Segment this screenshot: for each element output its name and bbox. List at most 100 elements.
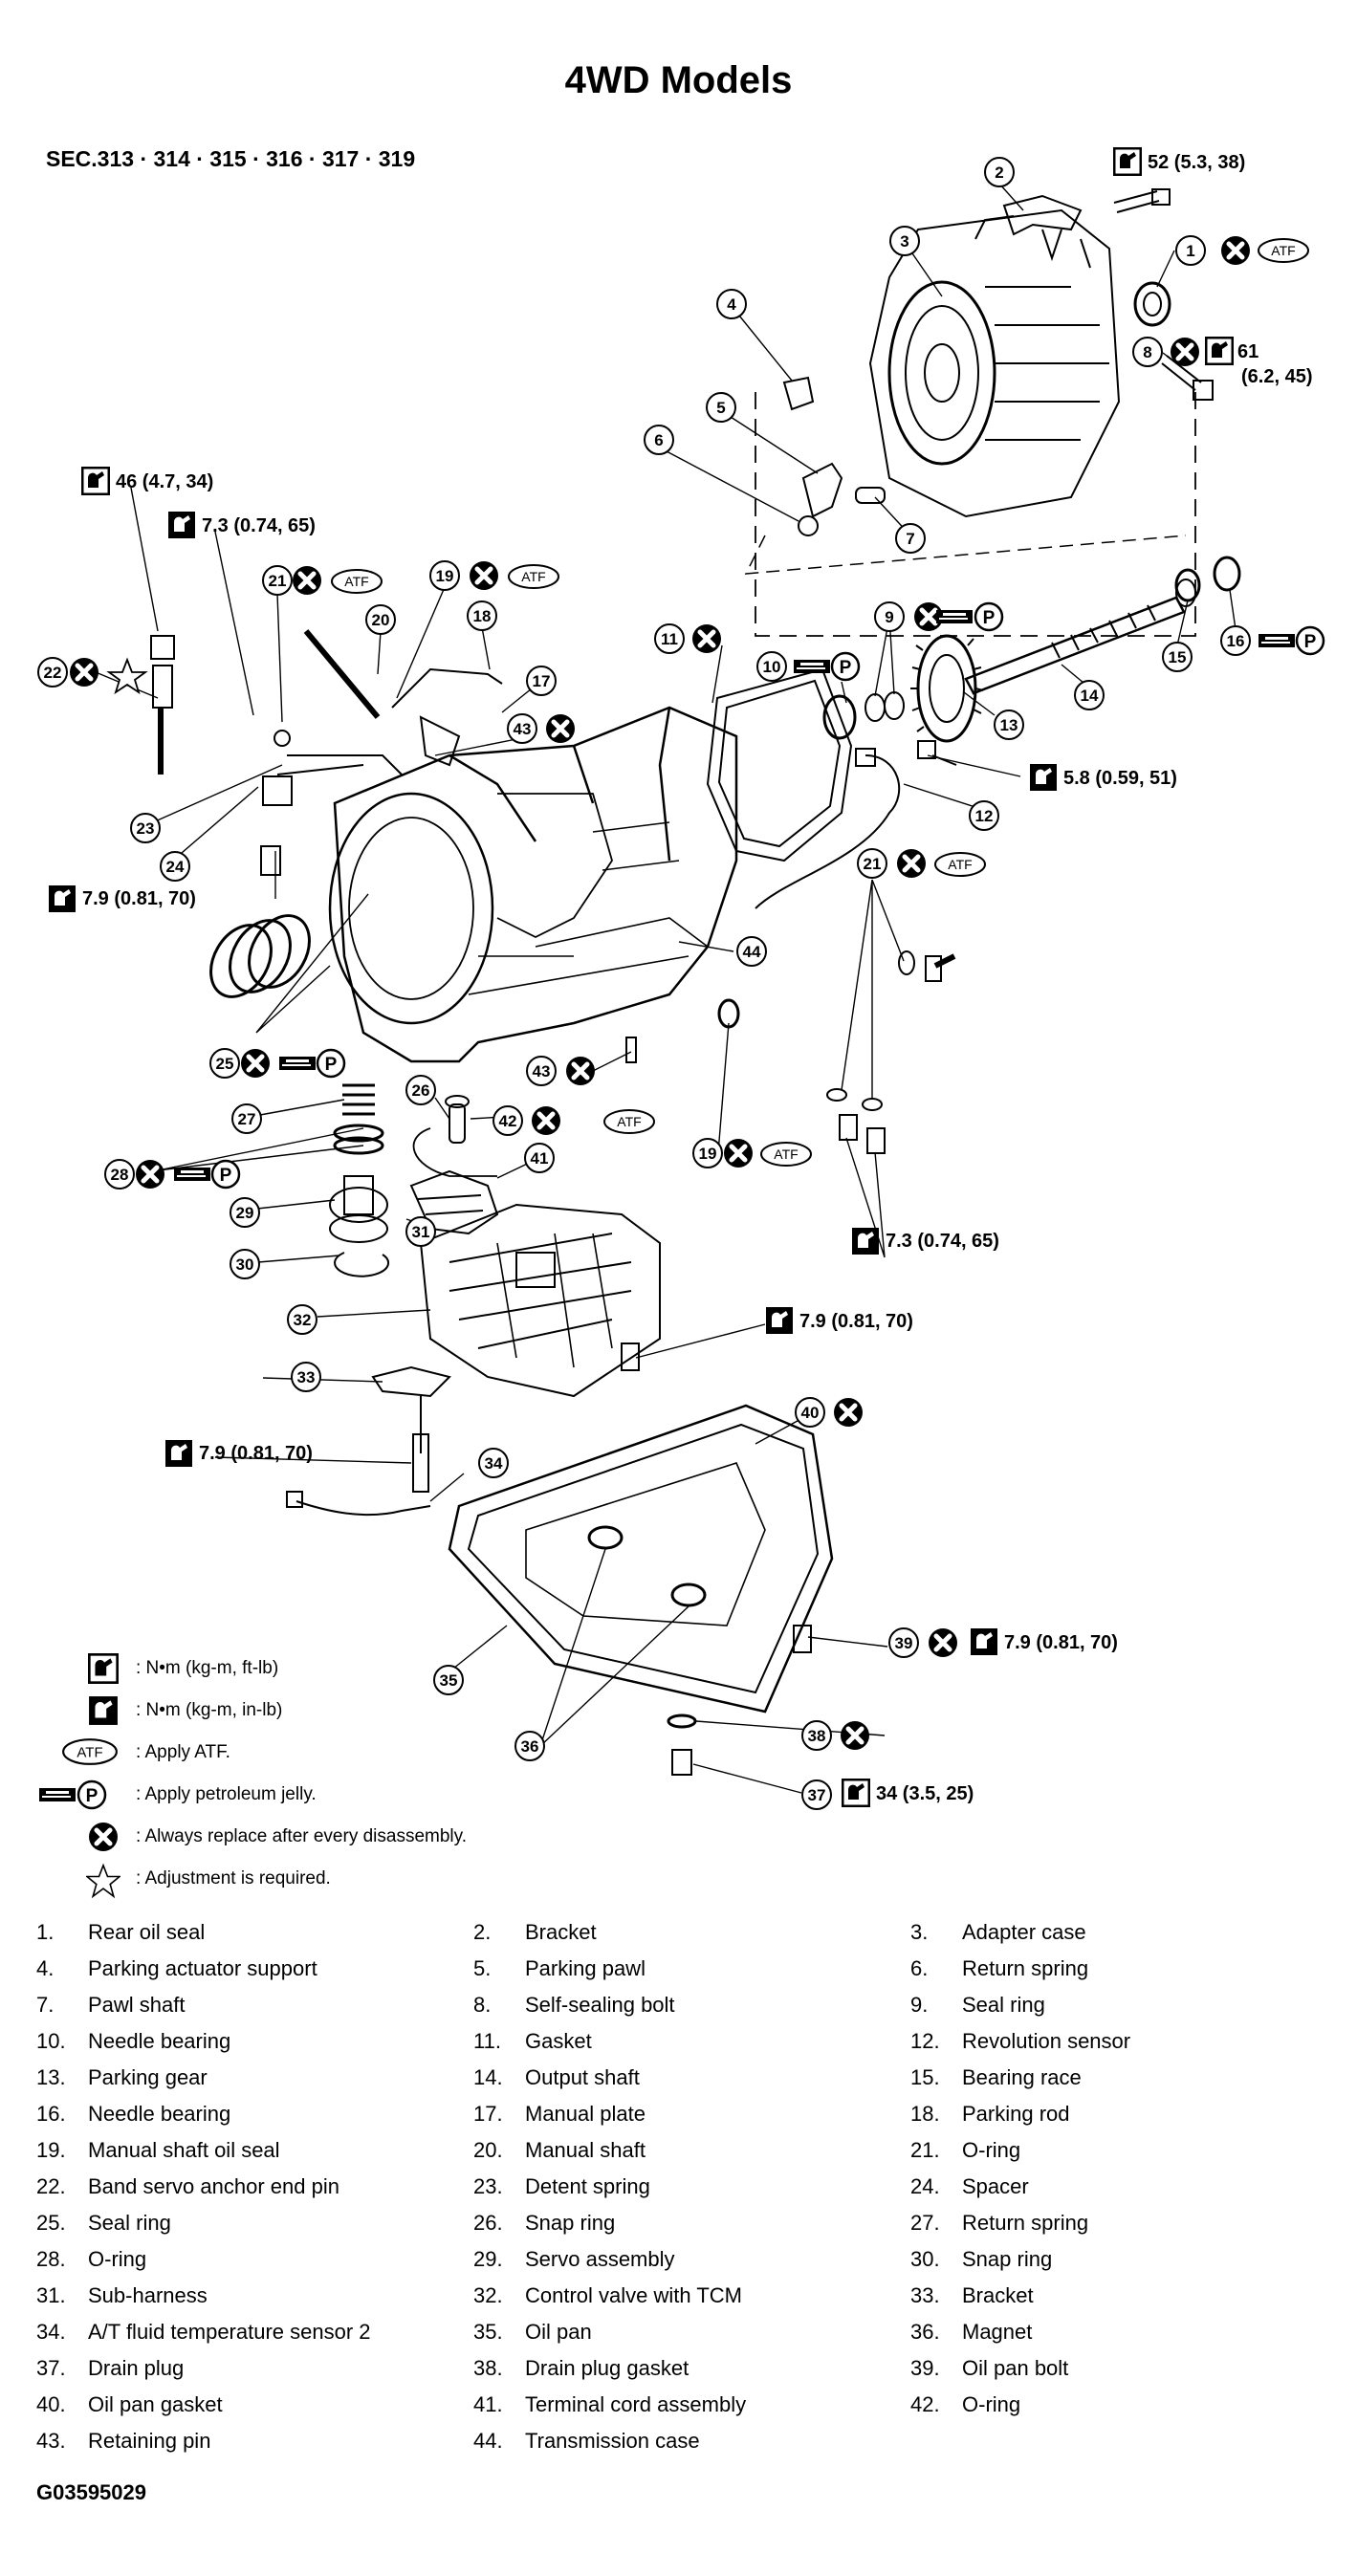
part-list-item: 40. Oil pan gasket xyxy=(36,2387,473,2423)
svg-text:33: 33 xyxy=(297,1368,316,1386)
star-icon xyxy=(86,1864,120,1898)
part-number: 21. xyxy=(910,2138,940,2162)
part-number: 27. xyxy=(910,2211,940,2235)
svg-text:61: 61 xyxy=(1237,341,1259,362)
part-list-item: 42.O-ring xyxy=(910,2387,1327,2423)
part-name: O-ring xyxy=(88,2247,147,2271)
part-name: Drain plug xyxy=(88,2356,185,2380)
legend-text: : N•m (kg-m, in-lb) xyxy=(136,1700,283,1720)
callout-1: 1 xyxy=(1175,235,1206,266)
part-list-item: 16.Needle bearing xyxy=(36,2096,473,2132)
torque-wrench-icon xyxy=(88,1653,119,1684)
svg-text:10: 10 xyxy=(763,658,781,676)
svg-text:43: 43 xyxy=(533,1062,551,1081)
callout-34: 34 xyxy=(478,1448,509,1478)
part-name: O-ring xyxy=(962,2138,1021,2162)
legend-row: : Apply ATF. xyxy=(38,1734,574,1776)
torque-marks xyxy=(49,147,1234,1807)
part-number: 32. xyxy=(473,2283,503,2307)
part-list-item: 37. Drain plug xyxy=(36,2350,473,2387)
svg-text:41: 41 xyxy=(531,1149,549,1168)
svg-text:36: 36 xyxy=(521,1737,539,1756)
svg-text:4: 4 xyxy=(727,295,736,314)
callout-43a: 43 xyxy=(507,713,537,744)
callout-14: 14 xyxy=(1074,680,1105,710)
callout-41: 41 xyxy=(524,1143,555,1173)
part-list-item: 32. Control valve with TCM xyxy=(473,2278,910,2314)
part-number: 24. xyxy=(910,2174,940,2198)
svg-text:7.9 (0.81, 70): 7.9 (0.81, 70) xyxy=(799,1311,913,1332)
part-name: Transmission case xyxy=(525,2429,700,2453)
callout-26: 26 xyxy=(405,1075,436,1105)
svg-text:5.8 (0.59, 51): 5.8 (0.59, 51) xyxy=(1063,768,1177,789)
part-list-item: 36. Magnet xyxy=(910,2314,1327,2350)
callout-21a: 21 xyxy=(262,565,293,596)
part-list-item: 6.Return spring xyxy=(910,1951,1327,1987)
callout-29: 29 xyxy=(230,1197,260,1228)
part-number: 25. xyxy=(36,2211,66,2235)
part-list-item: 8.Self-sealing bolt xyxy=(473,1987,910,2023)
callout-21b: 21 xyxy=(857,848,887,879)
callout-6: 6 xyxy=(644,425,674,455)
svg-text:5: 5 xyxy=(716,399,725,417)
line-art xyxy=(150,188,1241,1776)
part-name: Gasket xyxy=(525,2029,592,2053)
part-name: Oil pan gasket xyxy=(88,2392,223,2416)
part-list-item: 38.Drain plug gasket xyxy=(473,2350,910,2387)
callout-25: 25 xyxy=(209,1048,240,1079)
part-list-item: 24.Spacer xyxy=(910,2169,1327,2205)
callout-33: 33 xyxy=(291,1362,321,1392)
svg-text:38: 38 xyxy=(808,1727,826,1745)
part-number: 29. xyxy=(473,2247,503,2271)
svg-text:18: 18 xyxy=(473,607,492,625)
svg-text:29: 29 xyxy=(236,1204,254,1222)
part-list-item: 31.Sub-harness xyxy=(36,2278,473,2314)
part-number: 44. xyxy=(473,2429,503,2453)
part-name: Magnet xyxy=(962,2320,1033,2344)
part-list-item: 9.Seal ring xyxy=(910,1987,1327,2023)
part-name: Revolution sensor xyxy=(962,2029,1131,2053)
legend-row: : Adjustment is required. xyxy=(38,1860,574,1902)
part-number: 26. xyxy=(473,2211,503,2235)
callout-44: 44 xyxy=(736,936,767,967)
part-name: Seal ring xyxy=(962,1993,1045,2017)
svg-text:13: 13 xyxy=(1000,716,1018,734)
callout-37: 37 xyxy=(801,1779,832,1810)
part-number: 37. xyxy=(36,2356,66,2380)
callout-28: 28 xyxy=(104,1159,135,1190)
svg-text:35: 35 xyxy=(440,1671,458,1690)
callout-16: 16 xyxy=(1220,625,1251,656)
part-list-item: 2.Bracket xyxy=(473,1914,910,1951)
callout-32: 32 xyxy=(287,1304,317,1335)
part-name: Snap ring xyxy=(525,2211,616,2235)
part-name: Control valve with TCM xyxy=(525,2283,742,2307)
part-number: 2. xyxy=(473,1920,492,1944)
part-number: 36. xyxy=(910,2320,940,2344)
part-list-item: 33.Bracket xyxy=(910,2278,1327,2314)
svg-text:20: 20 xyxy=(372,611,390,629)
callout-19a: 19 xyxy=(429,560,460,591)
part-name: Parking pawl xyxy=(525,1956,646,1980)
svg-text:8: 8 xyxy=(1143,343,1151,361)
svg-text:23: 23 xyxy=(137,819,155,838)
leader-lines xyxy=(95,183,1237,1794)
part-number: 14. xyxy=(473,2065,503,2089)
svg-text:3: 3 xyxy=(900,232,908,251)
petroleum-jelly-icon xyxy=(39,1779,107,1810)
part-number: 22. xyxy=(36,2174,66,2198)
callout-27: 27 xyxy=(231,1103,262,1134)
part-list-item: 35.Oil pan xyxy=(473,2314,910,2350)
part-number: 40. xyxy=(36,2392,66,2416)
part-number: 15. xyxy=(910,2065,940,2089)
svg-text:32: 32 xyxy=(294,1311,312,1329)
part-name: Rear oil seal xyxy=(88,1920,206,1944)
part-list-item: 19.Manual shaft oil seal xyxy=(36,2132,473,2169)
callouts: 1 2 3 4 5 6 7 8 9 10 11 12 13 14 15 16 1… xyxy=(37,157,1251,1810)
replace-icon xyxy=(88,1822,119,1852)
part-number: 4. xyxy=(36,1956,55,1980)
part-list-item: 13.Parking gear xyxy=(36,2060,473,2096)
svg-text:14: 14 xyxy=(1081,687,1099,705)
part-number: 28. xyxy=(36,2247,66,2271)
